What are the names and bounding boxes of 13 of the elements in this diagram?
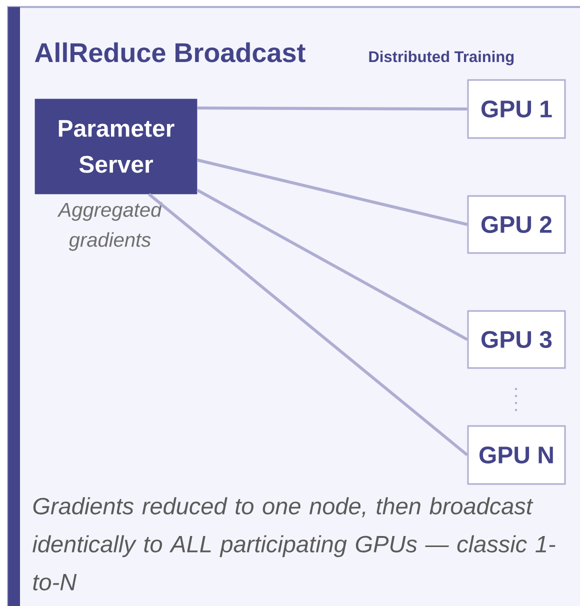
connector-line [196,158,468,226]
gpu-box: GPU 3 [467,310,566,369]
gpu-box: GPU 1 [467,79,566,139]
node-caption: Aggregated gradients [57,202,162,251]
caption: Gradients reduced to one node, then broadcast identically to ALL participating GPUs — classic 1-to-N [32,497,556,590]
connector-line [148,193,468,456]
connector-line [196,188,468,341]
server-box: Parameter Server [34,98,198,194]
gpu-box: GPU N [467,425,566,485]
subtitle: Distributed Training [369,50,514,66]
title: AllReduce Broadcast [34,42,306,62]
gpu-box: GPU 2 [467,195,566,254]
connector-line [197,106,468,110]
